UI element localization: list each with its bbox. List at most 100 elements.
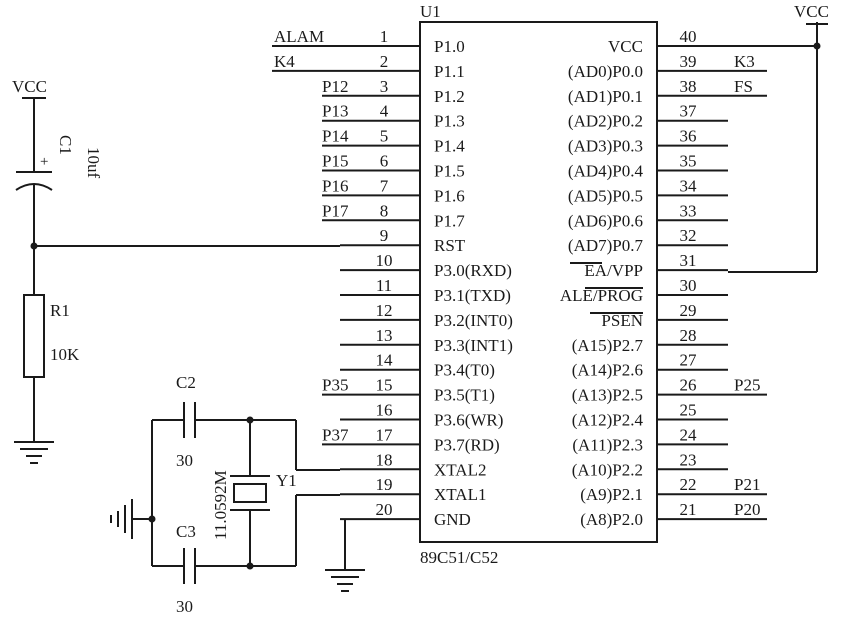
left-net-label: P13	[322, 102, 348, 121]
left-pin-name: P1.1	[434, 62, 465, 81]
right-pin-name: VCC	[608, 37, 643, 56]
left-pin-group: 1P1.0ALAM2P1.1K43P1.2P124P1.3P135P1.4P14…	[272, 27, 513, 529]
left-pin-number: 7	[380, 176, 389, 195]
left-pin-name: P3.6(WR)	[434, 411, 503, 430]
y1-value: 11.0592M	[211, 470, 230, 540]
left-pin-number: 9	[380, 226, 389, 245]
right-pin-name: (A12)P2.4	[572, 411, 644, 430]
y1-ref: Y1	[276, 471, 297, 490]
vcc-left-label: VCC	[12, 77, 47, 96]
left-pin-name: P3.3(INT1)	[434, 336, 513, 355]
chip-body	[419, 21, 658, 543]
left-pin-name: P3.4(T0)	[434, 361, 495, 380]
c2-ref: C2	[176, 373, 196, 392]
left-pin-number: 18	[376, 450, 393, 469]
left-pin-name: P1.5	[434, 162, 465, 181]
left-net-label: P16	[322, 176, 348, 195]
right-pin-name: (A9)P2.1	[580, 485, 643, 504]
left-pin-name: P1.6	[434, 186, 465, 205]
right-pin-name: (AD7)P0.7	[568, 236, 644, 255]
overbars	[570, 262, 643, 314]
right-pin-number: 37	[680, 102, 698, 121]
left-pin-number: 3	[380, 77, 389, 96]
y1-body	[233, 483, 267, 503]
right-pin-number: 21	[680, 500, 697, 519]
left-net-label: ALAM	[274, 27, 324, 46]
right-pin-number: 31	[680, 251, 697, 270]
right-pin-number: 35	[680, 152, 697, 171]
right-pin-name: ALE/PROG	[560, 286, 643, 305]
left-pin-number: 1	[380, 27, 389, 46]
left-pin-number: 2	[380, 52, 389, 71]
right-pin-name: (AD4)P0.4	[568, 162, 644, 181]
left-pin-number: 5	[380, 127, 389, 146]
left-pin-name: XTAL2	[434, 460, 486, 479]
left-pin-name: P3.2(INT0)	[434, 311, 513, 330]
right-net-label: P20	[734, 500, 760, 519]
right-pin-number: 24	[680, 425, 698, 444]
left-pin-number: 19	[376, 475, 393, 494]
c1-value: 10uf	[84, 147, 103, 179]
c1-plus: +	[40, 154, 48, 170]
left-pin-number: 8	[380, 201, 389, 220]
ground-symbol-left	[14, 441, 54, 464]
left-pin-name: P1.4	[434, 137, 465, 156]
right-pin-number: 23	[680, 450, 697, 469]
left-pin-number: 6	[380, 152, 389, 171]
left-net-label: P14	[322, 127, 349, 146]
right-pin-number: 22	[680, 475, 697, 494]
r1-ref: R1	[50, 301, 70, 320]
right-pin-name: (A15)P2.7	[572, 336, 644, 355]
left-net-label: P12	[322, 77, 348, 96]
left-pin-name: P1.0	[434, 37, 465, 56]
left-pin-number: 15	[376, 376, 393, 395]
left-pin-name: P3.0(RXD)	[434, 261, 512, 280]
right-pin-number: 39	[680, 52, 697, 71]
left-pin-number: 12	[376, 301, 393, 320]
junction-vcc-right	[813, 42, 821, 50]
right-pin-number: 40	[680, 27, 697, 46]
vcc-right-label: VCC	[794, 2, 829, 21]
right-pin-name: (A8)P2.0	[580, 510, 643, 529]
right-pin-number: 25	[680, 401, 697, 420]
right-pin-name: (A11)P2.3	[572, 435, 643, 454]
left-net-label: P15	[322, 152, 348, 171]
right-pin-number: 32	[680, 226, 697, 245]
right-net-label: FS	[734, 77, 753, 96]
right-pin-group: 40VCC39(AD0)P0.0K338(AD1)P0.1FS37(AD2)P0…	[560, 27, 767, 529]
c1-ref: C1	[56, 135, 75, 155]
right-pin-number: 38	[680, 77, 697, 96]
right-pin-name: (AD0)P0.0	[568, 62, 643, 81]
right-pin-name: (AD5)P0.5	[568, 186, 643, 205]
left-pin-name: XTAL1	[434, 485, 486, 504]
left-pin-number: 11	[376, 276, 392, 295]
c2-value: 30	[176, 451, 193, 470]
right-pin-name: (A10)P2.2	[572, 460, 643, 479]
left-pin-name: P1.2	[434, 87, 465, 106]
left-pin-number: 16	[376, 401, 393, 420]
right-pin-number: 26	[680, 376, 697, 395]
right-pin-number: 30	[680, 276, 697, 295]
right-pin-number: 36	[680, 127, 697, 146]
left-net-label: K4	[274, 52, 295, 71]
left-pin-number: 14	[376, 351, 394, 370]
c3-ref: C3	[176, 522, 196, 541]
left-net-label: P37	[322, 425, 349, 444]
right-pin-number: 34	[680, 176, 698, 195]
c3-value: 30	[176, 597, 193, 616]
left-pin-number: 13	[376, 326, 393, 345]
right-pin-number: 27	[680, 351, 698, 370]
left-pin-name: P1.7	[434, 211, 465, 230]
left-pin-number: 20	[376, 500, 393, 519]
right-pin-number: 28	[680, 326, 697, 345]
r1-body	[23, 294, 45, 378]
chip-ref: U1	[420, 2, 441, 21]
left-net-label: P35	[322, 376, 348, 395]
left-pin-number: 10	[376, 251, 393, 270]
right-pin-number: 33	[680, 201, 697, 220]
left-pin-number: 4	[380, 102, 389, 121]
left-pin-name: P3.7(RD)	[434, 435, 500, 454]
right-net-label: P21	[734, 475, 760, 494]
left-pin-name: P3.5(T1)	[434, 386, 495, 405]
